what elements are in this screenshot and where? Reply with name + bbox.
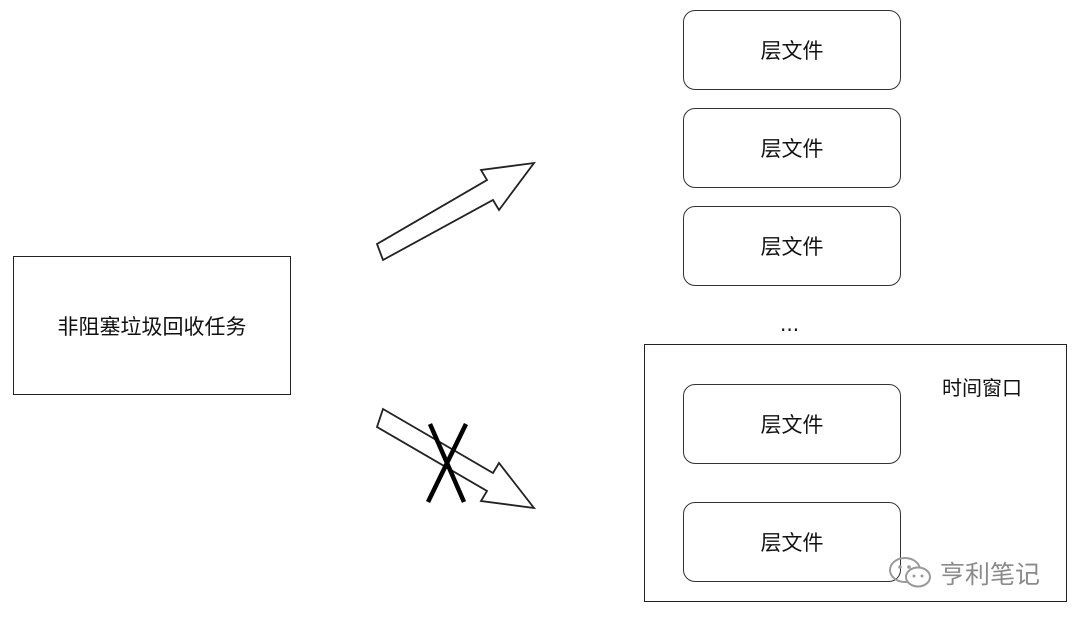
layer-file-box-3: 层文件 bbox=[683, 206, 901, 286]
gc-task-label: 非阻塞垃圾回收任务 bbox=[57, 314, 247, 339]
layer-file-box-2: 层文件 bbox=[683, 108, 901, 188]
layer-file-label: 层文件 bbox=[760, 39, 824, 63]
watermark: 亨利笔记 bbox=[888, 555, 1040, 591]
blocked-arrow bbox=[375, 407, 537, 510]
time-window-label: 时间窗口 bbox=[942, 376, 1022, 400]
window-layer-file-box-2: 层文件 bbox=[683, 502, 901, 582]
allowed-arrow bbox=[375, 161, 536, 262]
cross-mark-icon bbox=[425, 423, 469, 503]
layer-file-label: 层文件 bbox=[760, 531, 824, 555]
gc-task-box: 非阻塞垃圾回收任务 bbox=[13, 256, 291, 395]
layer-file-label: 层文件 bbox=[760, 413, 824, 437]
time-window-box bbox=[644, 344, 1067, 602]
ellipsis: ... bbox=[780, 312, 800, 336]
window-layer-file-box-1: 层文件 bbox=[683, 384, 901, 464]
layer-file-label: 层文件 bbox=[760, 235, 824, 259]
layer-file-box-1: 层文件 bbox=[683, 10, 901, 90]
wechat-icon bbox=[889, 557, 931, 588]
watermark-text: 亨利笔记 bbox=[940, 560, 1041, 589]
layer-file-label: 层文件 bbox=[760, 137, 824, 161]
